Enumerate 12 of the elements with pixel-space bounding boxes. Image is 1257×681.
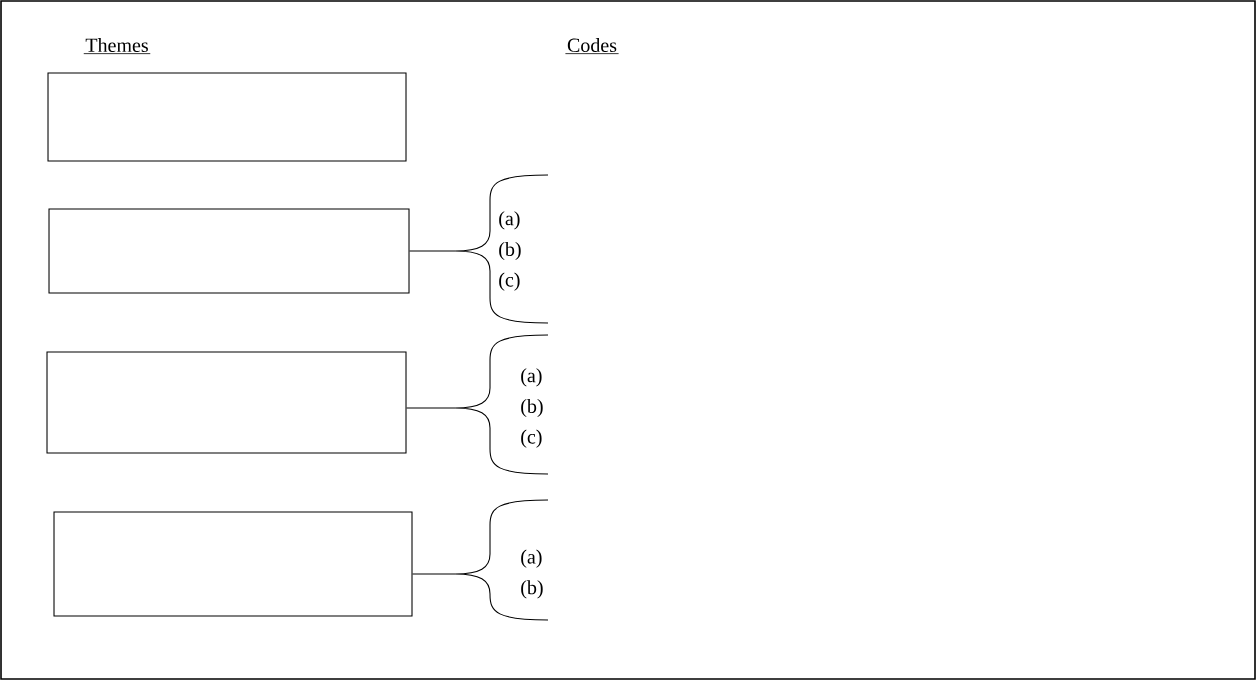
code-list: (a) (b) (c) xyxy=(521,368,543,448)
theme-box xyxy=(47,72,407,162)
theme-box xyxy=(48,208,410,294)
theme-box xyxy=(53,511,413,617)
theme-box xyxy=(46,351,407,454)
connector-line xyxy=(412,573,456,575)
connector-line xyxy=(406,407,456,409)
column-heading: Themes xyxy=(83,37,151,55)
column-heading: Codes xyxy=(565,37,619,55)
connector-line xyxy=(409,250,456,252)
code-list: (a) (b) xyxy=(521,549,543,599)
code-list: (a) (b) (c) xyxy=(499,211,521,291)
